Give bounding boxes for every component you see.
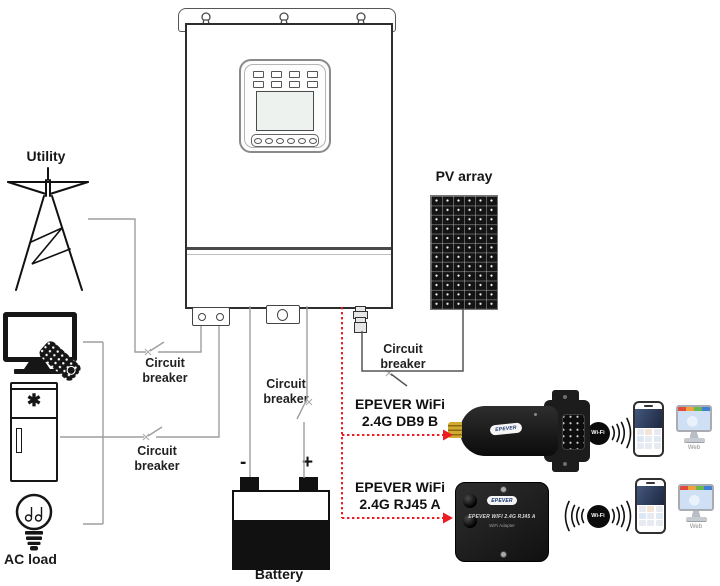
wifi-label: Wi-Fi (586, 504, 610, 528)
screw-icon (500, 551, 507, 558)
display-buttons (253, 71, 318, 88)
epever-logo: EPEVER (487, 496, 517, 505)
smartphone-icon (633, 401, 664, 457)
battery-minus-label: - (240, 452, 247, 473)
display-key-strip (251, 134, 319, 147)
battery-terminal-block (266, 305, 300, 324)
battery-terminal-negative (240, 477, 259, 491)
utility-label: Utility (26, 148, 66, 164)
wifi-adapter-db9-device: EPEVER (448, 388, 600, 476)
wifi-adapter-rj45-device: EPEVER EPEVER WIFI 2.4G RJ45 A WiFi Adap… (455, 482, 549, 562)
utility-tower-icon (7, 167, 89, 291)
link-led (463, 494, 477, 508)
tv-base (14, 369, 60, 374)
wifi-rj45-label: EPEVER WiFi 2.4G RJ45 A (354, 479, 446, 512)
ac-load-label: AC load (4, 551, 57, 567)
battery-label: Battery (254, 566, 304, 582)
circuit-breaker-label-ac-load: Circuit breaker (134, 444, 180, 473)
ac-terminal-block (192, 307, 230, 326)
wifi-label: Wi-Fi (586, 421, 610, 445)
circuit-breaker-label-pv: Circuit breaker (380, 342, 426, 371)
bulb-icon (15, 493, 53, 551)
pv-array-label: PV array (435, 168, 493, 184)
battery-terminal-positive (299, 477, 318, 491)
pv-panel-icon (430, 195, 498, 310)
battery-plus-label: + (302, 452, 314, 473)
smartphone-icon (635, 478, 666, 534)
status-led (534, 413, 537, 416)
wifi-db9-label: EPEVER WiFi 2.4G DB9 B (354, 396, 446, 429)
pv-connector-icon (353, 306, 368, 333)
fridge-snowflake: ✱ (26, 391, 42, 410)
web-monitor-icon: Web (676, 484, 716, 530)
case-seam-shadow (187, 254, 391, 255)
wifi-signal-icon: Wi-Fi (562, 496, 634, 536)
rj45-body-subtitle: WiFi Adapter (489, 523, 515, 528)
tv-stand (24, 362, 50, 369)
db9-gold-pins (448, 422, 462, 438)
fridge-icon: ✱ (10, 382, 58, 482)
battery-icon (232, 490, 330, 570)
lcd-screen (256, 91, 314, 131)
inverter-unit (185, 23, 393, 309)
web-caption: Web (689, 523, 703, 530)
circuit-breaker-label-utility: Circuit breaker (142, 356, 188, 385)
screw-icon (500, 486, 507, 493)
web-monitor-icon: Web (674, 405, 714, 451)
db9-connector-face (562, 414, 585, 450)
web-caption: Web (687, 444, 701, 451)
power-led (463, 514, 477, 528)
display-panel-inner-frame (244, 64, 326, 148)
circuit-breaker-label-battery: Circuit breaker (263, 377, 309, 406)
display-panel (239, 59, 331, 153)
rj45-body-title: EPEVER WIFI 2.4G RJ45 A (468, 514, 536, 520)
fridge-top-line (12, 388, 56, 390)
fridge-handle (16, 428, 22, 453)
case-seam (187, 247, 391, 250)
fridge-divider (12, 417, 56, 419)
